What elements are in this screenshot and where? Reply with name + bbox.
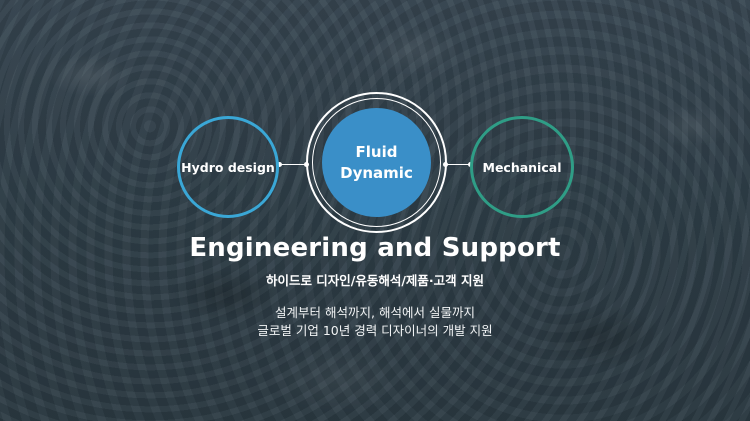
fluid-dynamic-outer-ring — [306, 92, 447, 233]
fluid-dynamic-label-line2: Dynamic — [340, 163, 413, 182]
connector-dot-left-a — [277, 162, 282, 167]
hydro-design-label: Hydro design — [181, 159, 275, 175]
description-line-2: 글로벌 기업 10년 경력 디자이너의 개발 지원 — [257, 323, 493, 338]
mechanical-label: Mechanical — [482, 159, 562, 175]
hydro-design-node[interactable]: Hydro design — [177, 116, 279, 218]
description-line-1: 설계부터 해석까지, 해석에서 실물까지 — [275, 305, 475, 320]
fluid-dynamic-label-line1: Fluid — [355, 142, 398, 161]
connector-right — [445, 164, 472, 165]
fluid-dynamic-inner-ring — [312, 98, 441, 227]
mechanical-node[interactable]: Mechanical — [470, 116, 574, 218]
page-subtitle: 하이드로 디자인/유동해석/제품·고객 지원 — [265, 273, 485, 288]
fluid-dynamic-node[interactable]: Fluid Dynamic — [322, 108, 431, 217]
connector-left — [279, 164, 308, 165]
page-title: Engineering and Support — [189, 233, 561, 263]
